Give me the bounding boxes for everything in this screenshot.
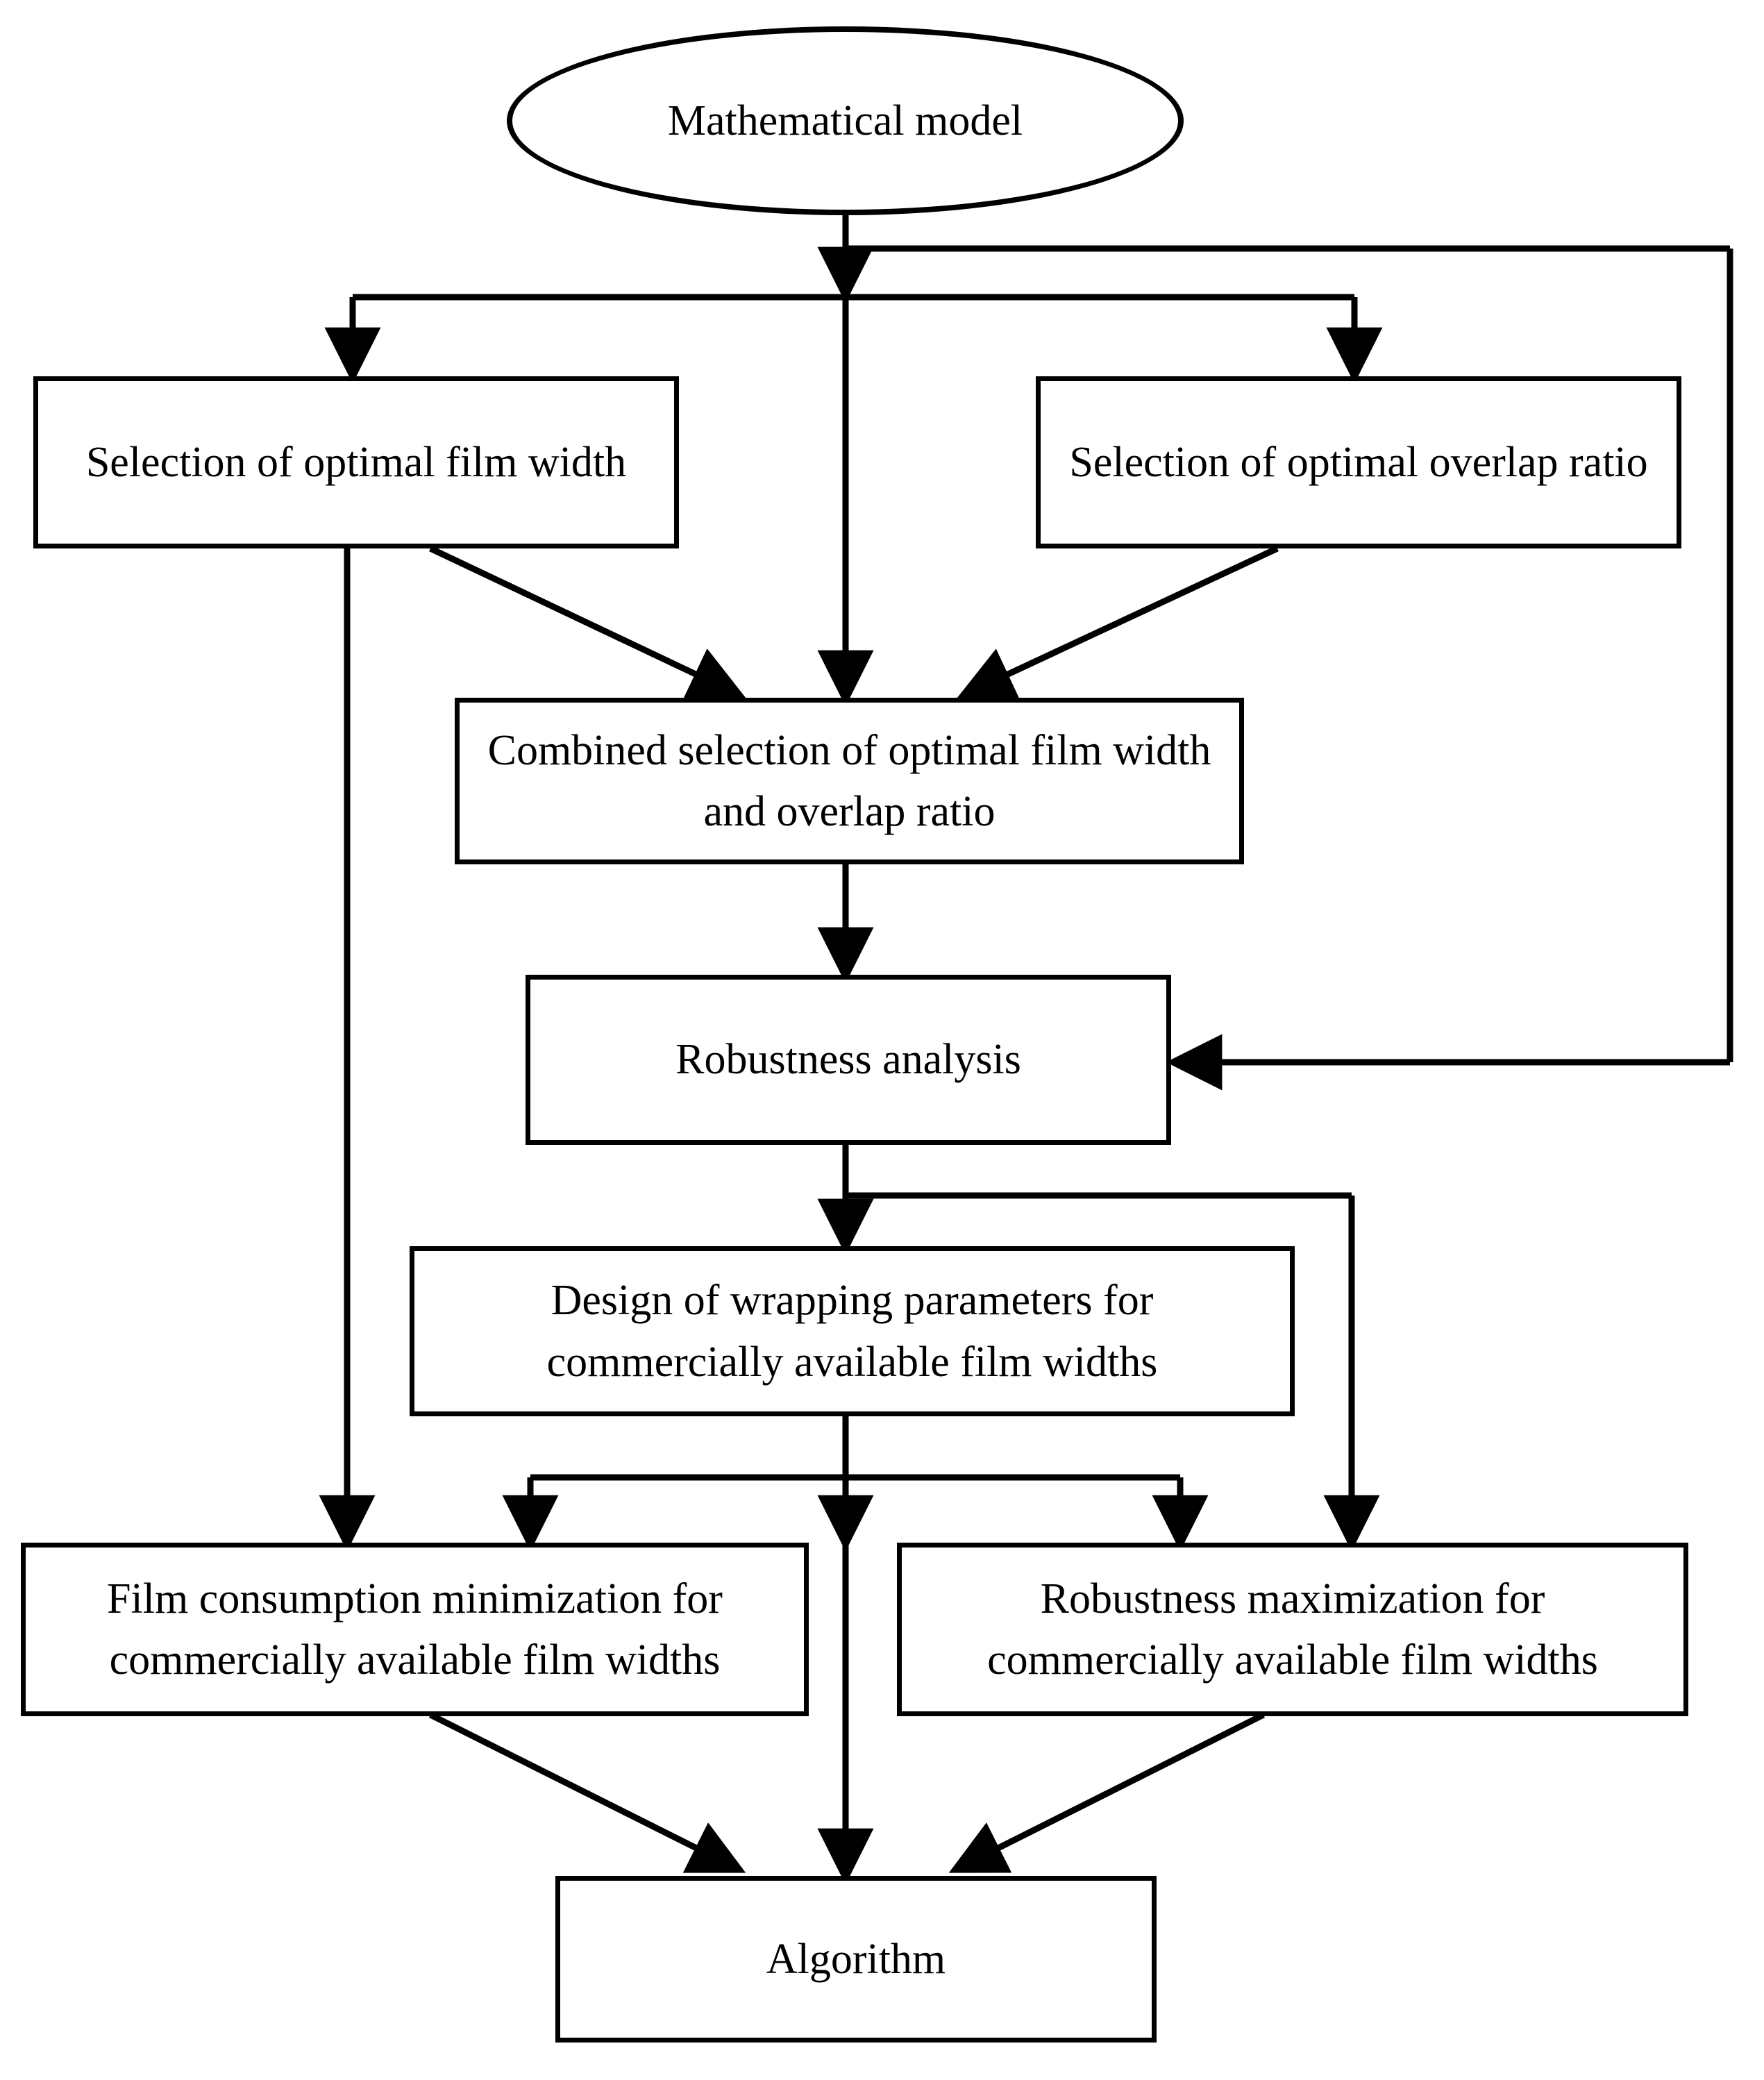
node-label-combined-selection: Combined selection of optimal film width… [487,726,1211,835]
node-label-robustness-analysis: Robustness analysis [675,1036,1021,1084]
node-selection-overlap-ratio[interactable]: Selection of optimal overlap ratio [1036,376,1681,548]
node-label-selection-film-width: Selection of optimal film width [85,438,627,486]
node-label-design-wrapping-parameters: Design of wrapping parameters for commer… [546,1277,1158,1386]
node-algorithm[interactable]: Algorithm [555,1876,1157,2043]
node-label-robustness-maximization: Robustness maximization for commercially… [987,1575,1598,1684]
node-mathematical-model[interactable]: Mathematical model [507,26,1184,215]
node-robustness-maximization[interactable]: Robustness maximization for commercially… [897,1543,1688,1716]
node-label-algorithm: Algorithm [766,1935,946,1983]
node-design-wrapping-parameters[interactable]: Design of wrapping parameters for commer… [410,1246,1295,1416]
node-label-film-consumption-minimization: Film consumption minimization for commer… [107,1575,723,1684]
edge-consumption-to-algorithm [428,1711,746,1873]
edge-overlap-ratio-to-combined [957,545,1279,700]
node-selection-film-width[interactable]: Selection of optimal film width [33,376,679,548]
node-label-mathematical-model: Mathematical model [667,97,1023,144]
node-label-selection-overlap-ratio: Selection of optimal overlap ratio [1069,438,1648,486]
node-combined-selection[interactable]: Combined selection of optimal film width… [455,698,1244,864]
node-robustness-analysis[interactable]: Robustness analysis [526,975,1171,1145]
edge-maximization-to-algorithm [948,1711,1266,1873]
node-film-consumption-minimization[interactable]: Film consumption minimization for commer… [21,1543,809,1716]
edge-film-width-to-combined [429,545,746,700]
